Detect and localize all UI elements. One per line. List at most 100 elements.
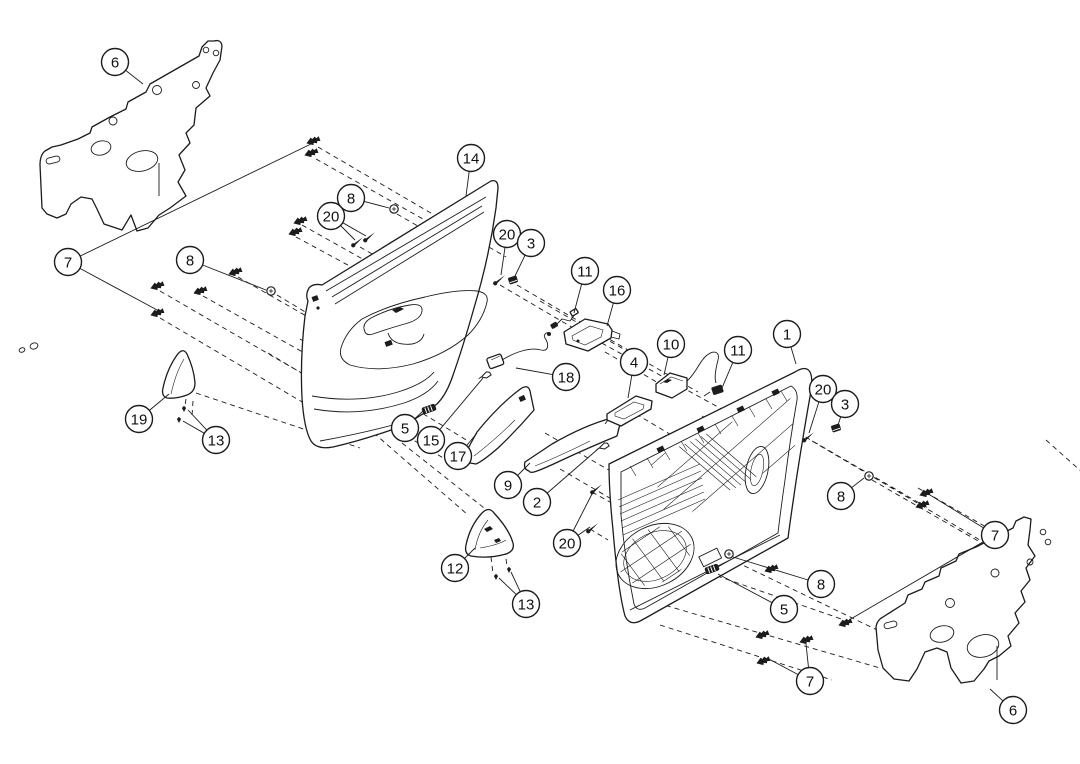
panel-clip-detail (384, 339, 393, 347)
shield-hole (152, 85, 162, 95)
leader-line (573, 283, 583, 314)
callout-13: 13 (182, 409, 231, 455)
callout-10: 10 (656, 329, 686, 376)
callout-circle (493, 470, 523, 500)
callout-number: 17 (450, 449, 467, 466)
callout-18: 18 (515, 362, 581, 392)
callout-number: 6 (1009, 703, 1017, 720)
switch-bezel (604, 395, 653, 431)
leader-line (149, 393, 170, 411)
grommet-icon (724, 549, 734, 559)
callout-circle (100, 47, 130, 77)
callout-circle (551, 362, 581, 392)
shield-hole (125, 150, 159, 172)
leader-line (663, 357, 669, 376)
sail-trim-rear-tweeter (464, 508, 514, 558)
callout-number: 20 (559, 536, 576, 553)
switch-harness (486, 332, 551, 370)
leader-line (498, 577, 517, 595)
handle-latch-detail (392, 307, 404, 313)
grommet-icon (864, 471, 874, 481)
shield-hole (929, 625, 955, 643)
callout-circle (772, 319, 802, 349)
callout-number: 20 (323, 209, 340, 226)
callout-circle (53, 247, 83, 277)
callout-circle (522, 487, 552, 517)
callout-number: 14 (463, 151, 480, 168)
callout-circle (795, 666, 825, 696)
callout-number: 12 (447, 561, 464, 578)
callout-circle (175, 245, 205, 275)
leader-line (79, 142, 314, 257)
callout-circle (443, 441, 473, 471)
top-band-ticks (629, 390, 788, 477)
small-screw-icon (506, 566, 512, 573)
callout-8: 8 (175, 245, 267, 291)
grommet-icon (266, 286, 276, 296)
shield-hole (202, 46, 210, 54)
callout-number: 8 (837, 489, 845, 506)
callout-circle (124, 404, 154, 434)
door-pull-handle (363, 304, 423, 336)
push-pin-clip-icon (914, 498, 930, 512)
latch-opening (698, 547, 723, 568)
leader-line (466, 432, 478, 446)
panel-clip-detail (316, 306, 320, 310)
leader-line (717, 573, 773, 604)
callout-number: 3 (841, 397, 849, 414)
callout-9: 9 (493, 462, 531, 500)
handle-cup (387, 332, 425, 345)
callout-circle (316, 201, 346, 231)
shield-hole (990, 568, 1000, 578)
callout-number: 16 (609, 283, 626, 300)
leader-line (510, 571, 521, 592)
callout-14: 14 (456, 143, 486, 197)
callout-circle (808, 374, 838, 404)
callout-circle (552, 528, 582, 558)
callout-number: 15 (423, 433, 440, 450)
push-pin-clip-icon (227, 265, 243, 279)
inner-door-panel (608, 367, 813, 624)
callout-13: 13 (498, 571, 541, 619)
push-pin-clip-icon (303, 146, 319, 160)
leader-line (572, 491, 594, 532)
callout-number: 2 (533, 495, 541, 512)
edge-clip (696, 425, 705, 434)
water-shield-front (39, 39, 223, 232)
bottom-inner-line (629, 534, 781, 611)
callout-20: 20 (552, 491, 594, 558)
push-pin-clip-icon (918, 486, 934, 500)
leader-line (627, 375, 633, 399)
callout-6: 6 (100, 47, 144, 85)
push-pin-clip-icon (149, 279, 165, 293)
callout-7: 7 (848, 494, 1010, 621)
callout-number: 7 (64, 255, 72, 272)
callout-number: 10 (663, 337, 680, 354)
callout-number: 7 (806, 674, 814, 691)
callout-number: 13 (518, 597, 535, 614)
leader-line (837, 416, 842, 426)
leader-line (808, 401, 820, 434)
callout-8: 8 (826, 477, 865, 511)
leader-line (515, 367, 553, 376)
leader-line (606, 302, 614, 327)
callout-5: 5 (717, 573, 799, 624)
leader-line (851, 477, 865, 489)
callout-15: 15 (416, 377, 484, 455)
shield-hole (966, 634, 1000, 658)
callout-circle (336, 183, 366, 213)
leader-line (546, 448, 599, 494)
callout-circle (201, 425, 231, 455)
callout-circle (769, 594, 799, 624)
window-switch (655, 351, 719, 399)
callout-16: 16 (602, 275, 632, 327)
callout-number: 6 (111, 55, 119, 72)
trim-accent-stripe (331, 205, 483, 298)
callout-12: 12 (440, 547, 476, 583)
leader-line (732, 556, 809, 581)
callout-8: 8 (732, 556, 836, 599)
callout-number: 5 (401, 421, 409, 438)
door-harness-connector (703, 384, 724, 397)
retainer-clip-icon (507, 274, 519, 286)
